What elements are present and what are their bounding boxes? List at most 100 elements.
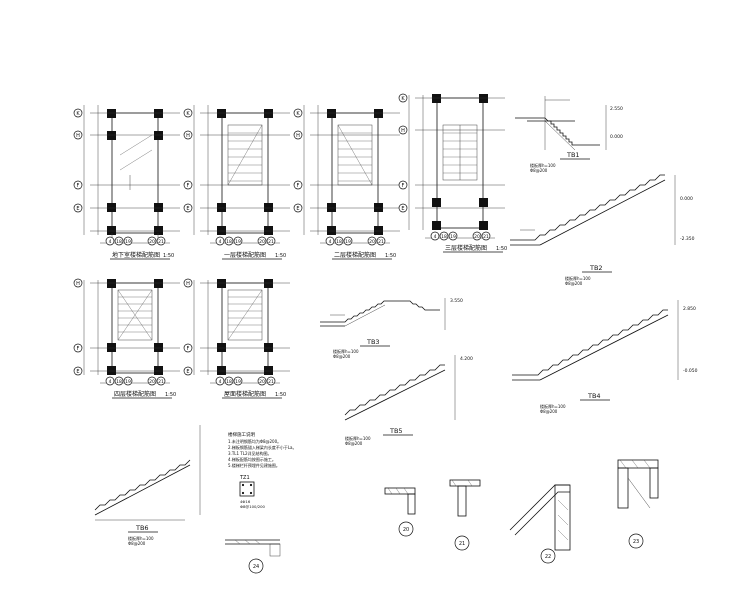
- axis-label: 21: [268, 379, 274, 385]
- plan-scale: 1:50: [496, 246, 507, 252]
- axis-label: F: [402, 183, 405, 189]
- axis-label: F: [297, 183, 300, 189]
- axis-label: 20: [259, 379, 265, 385]
- axis-label: 20: [369, 239, 375, 245]
- stair-note: Φ8@200: [565, 281, 583, 286]
- stair-note: Φ8@200: [128, 541, 146, 546]
- plan-title: 三层楼梯配筋图: [445, 244, 487, 252]
- detail-23: 23: [617, 459, 659, 549]
- axis-label: 18: [116, 379, 122, 385]
- plan-title: 二层楼梯配筋图: [334, 251, 376, 259]
- axis-label: E: [186, 369, 189, 375]
- axis-label: 20: [149, 239, 155, 245]
- axis-label: 19: [450, 234, 456, 240]
- notes-line: 2.梯板钢筋锚入梯梁内长度不小于La。: [228, 444, 297, 450]
- stair-label: TB1: [566, 151, 580, 159]
- axis-label: 21: [483, 234, 489, 240]
- stair-note: Φ8@200: [530, 168, 548, 173]
- axis-label: 19: [235, 379, 241, 385]
- stair-label: TB3: [366, 338, 380, 346]
- axis-label: 4: [434, 234, 437, 240]
- axis-label: 21: [158, 379, 164, 385]
- stair-note: 楼板厚h=100: [540, 403, 566, 409]
- detail-20: 20: [384, 487, 416, 537]
- plan-title: 地下室楼梯配筋图: [112, 251, 160, 259]
- plan-scale: 1:50: [165, 392, 176, 398]
- detail-21: 21: [449, 479, 481, 551]
- axis-label: 20: [259, 239, 265, 245]
- axis-label: 21: [158, 239, 164, 245]
- plan-scale: 1:50: [275, 253, 286, 259]
- axis-label: 4: [219, 379, 222, 385]
- notes-line: 4.梯板配筋均按图示施工。: [228, 456, 276, 462]
- plan-title: 四层楼梯配筋图: [114, 390, 156, 398]
- plan-scale: 1:50: [275, 392, 286, 398]
- elevation-tag: 0.000: [610, 134, 623, 140]
- axis-label: 18: [336, 239, 342, 245]
- detail-number: 24: [253, 564, 259, 570]
- stair-label: TB5: [389, 427, 403, 435]
- axis-label: 19: [125, 379, 131, 385]
- notes-line: 1.未注明钢筋均为Φ8@200。: [228, 438, 281, 444]
- plan-level-1: K H F E 4 18 19 20 21 一层楼梯配筋图 1:50: [183, 105, 290, 260]
- stair-label: TB2: [589, 264, 603, 272]
- axis-label: 4: [219, 239, 222, 245]
- plan-roof: H F E 4 18 19 20 21 屋面楼梯配筋图 1:50: [183, 278, 290, 399]
- axis-label: 4: [109, 379, 112, 385]
- stair-section-tb3: 3.550 TB3 楼板厚h=100 Φ8@200: [320, 298, 463, 359]
- stair-note: 楼板厚h=100: [333, 348, 359, 354]
- axis-label: H: [296, 133, 300, 139]
- axis-label: 21: [268, 239, 274, 245]
- axis-label: 20: [474, 234, 480, 240]
- plan-level-4: H F E 4 18 19 20 21 四层楼梯配筋图 1:50: [73, 278, 180, 399]
- elevation-tag: -0.050: [683, 368, 698, 374]
- plan-scale: 1:50: [163, 253, 174, 259]
- plan-scale: 1:50: [385, 253, 396, 259]
- elevation-tag: 0.000: [680, 196, 693, 202]
- tz-spec: 4Φ16: [240, 499, 251, 504]
- elevation-tag: 2.550: [610, 106, 623, 112]
- notes-line: 5.楼梯栏杆预埋件见建施图。: [228, 462, 280, 468]
- stair-section-tb1: 2.550 0.000 TB1 楼板厚h=100 Φ8@200: [515, 96, 623, 173]
- axis-label: H: [401, 128, 405, 134]
- tz-label: TZ1: [239, 475, 250, 481]
- axis-label: 4: [329, 239, 332, 245]
- stair-section-tb2: 0.000 -2.350 TB2 楼板厚h=100 Φ8@200: [510, 174, 695, 286]
- elevation-tag: 2.850: [683, 306, 696, 312]
- axis-label: H: [186, 133, 190, 139]
- stair-note: Φ8@200: [540, 409, 558, 414]
- axis-label: K: [296, 111, 300, 117]
- elevation-tag: 4.200: [460, 356, 473, 362]
- notes-block: 楼梯施工说明 1.未注明钢筋均为Φ8@200。 2.梯板钢筋锚入梯梁内长度不小于…: [228, 431, 297, 468]
- axis-label: E: [401, 206, 404, 212]
- stair-label: TB4: [587, 392, 601, 400]
- axis-label: 19: [235, 239, 241, 245]
- plan-basement: K H F E 4 18 19 20 21 地下室楼梯配筋图 1:50: [73, 105, 180, 260]
- axis-label: K: [186, 111, 190, 117]
- axis-label: E: [76, 369, 79, 375]
- detail-22: 22: [509, 484, 571, 564]
- detail-number: 20: [403, 527, 409, 533]
- axis-label: H: [76, 133, 80, 139]
- axis-label: 19: [345, 239, 351, 245]
- detail-number: 22: [545, 554, 551, 560]
- axis-label: K: [401, 96, 405, 102]
- stair-label: TB6: [135, 524, 149, 532]
- elevation-tag: -2.350: [680, 236, 695, 242]
- axis-label: 19: [125, 239, 131, 245]
- axis-label: H: [186, 281, 190, 287]
- axis-label: 20: [149, 379, 155, 385]
- column-section-tz1: TZ1 4Φ16 Φ8@100/200: [239, 475, 266, 509]
- axis-label: 18: [226, 379, 232, 385]
- detail-number: 21: [459, 541, 465, 547]
- notes-title: 楼梯施工说明: [228, 431, 255, 438]
- stair-note: 楼板厚h=100: [565, 275, 591, 281]
- stair-note: Φ8@200: [333, 354, 351, 359]
- axis-label: 18: [441, 234, 447, 240]
- axis-label: F: [77, 346, 80, 352]
- notes-line: 3.TL1 TL2详见结构图。: [228, 450, 272, 456]
- plan-level-3: K H F E 4 18 19 20 21 三层楼梯配筋图 1:50: [398, 93, 507, 253]
- axis-label: K: [76, 111, 80, 117]
- axis-label: F: [187, 346, 190, 352]
